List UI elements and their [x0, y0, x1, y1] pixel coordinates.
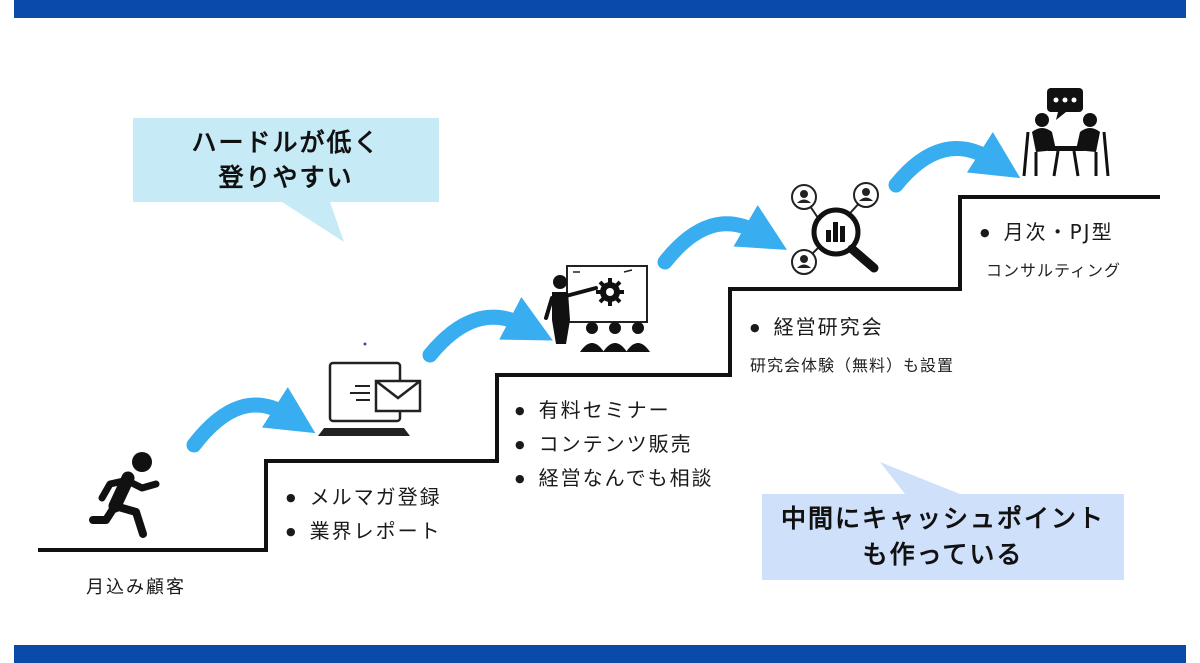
consultation-meeting-icon	[1022, 88, 1110, 177]
step5-list: 月次・PJ型	[980, 217, 1114, 251]
staircase-line	[38, 195, 1160, 552]
step2-list: メルマガ登録 業界レポート	[286, 482, 442, 550]
step3-list: 有料セミナー コンテンツ販売 経営なんでも相談	[515, 395, 714, 497]
progress-arrow-4	[888, 132, 1021, 193]
step2-item: 業界レポート	[286, 516, 442, 550]
progress-arrow-2	[422, 297, 553, 363]
seminar-presenter-icon	[544, 265, 650, 352]
callout-cash-line1: 中間にキャッシュポイント	[780, 504, 1105, 533]
step4-note: 研究会体験（無料）も設置	[750, 356, 955, 375]
laptop-mail-icon	[318, 342, 422, 436]
running-person-icon	[89, 452, 160, 538]
top-band	[14, 0, 1186, 18]
step3-item: 経営なんでも相談	[515, 463, 714, 497]
step4-list: 経営研究会	[750, 312, 884, 346]
step5-note: コンサルティング	[986, 261, 1122, 280]
progress-arrow-3	[657, 205, 788, 270]
callout-tail-cash	[880, 462, 960, 494]
callout-low-hurdle: ハードルが低く 登りやすい	[133, 118, 439, 202]
bottom-band	[14, 645, 1186, 663]
step4-item: 経営研究会	[750, 312, 884, 346]
step1-label: 月込み顧客	[86, 577, 186, 598]
callout-tail-low	[282, 202, 344, 242]
research-network-icon	[791, 182, 879, 275]
step2-item: メルマガ登録	[286, 482, 442, 516]
callout-low-line1: ハードルが低く	[191, 128, 381, 157]
progress-arrow-1	[186, 387, 316, 453]
step3-item: コンテンツ販売	[515, 429, 714, 463]
callout-cash-line2: も作っている	[862, 540, 1024, 569]
step3-item: 有料セミナー	[515, 395, 714, 429]
callout-cash-point: 中間にキャッシュポイント も作っている	[762, 494, 1124, 580]
step5-item: 月次・PJ型	[980, 217, 1114, 251]
callout-low-line2: 登りやすい	[218, 163, 354, 192]
